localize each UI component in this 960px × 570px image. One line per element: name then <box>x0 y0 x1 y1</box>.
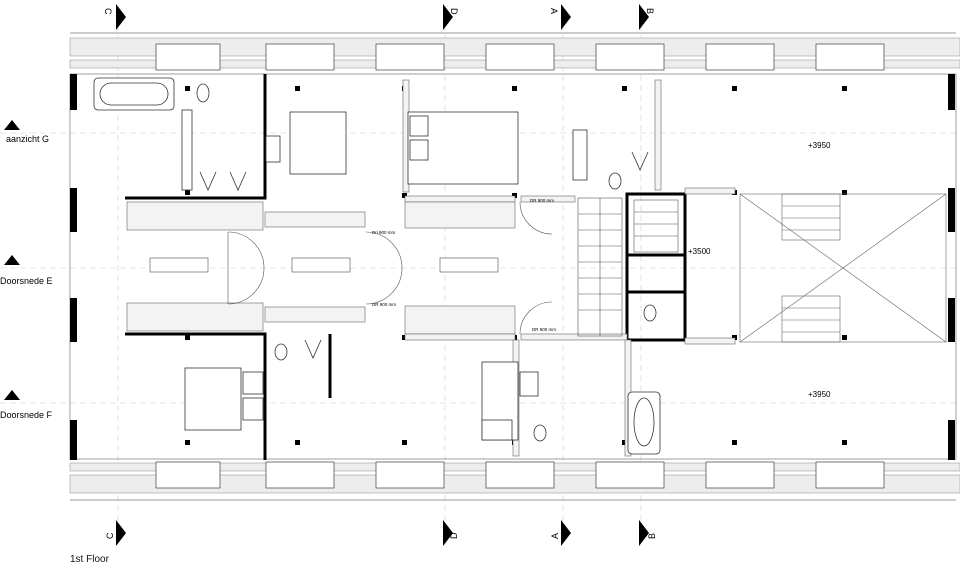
fixtures <box>93 77 661 455</box>
label-doorsnede-f: Doorsnede F <box>0 410 53 420</box>
drawing-caption: 1st Floor <box>70 554 109 565</box>
level-top: +3950 <box>808 141 831 150</box>
level-bottom: +3950 <box>808 390 831 399</box>
floor-outline <box>69 32 957 501</box>
section-letter-d-top: D <box>449 8 459 15</box>
section-letter-d-bottom: D <box>449 532 459 539</box>
section-letter-c-top: C <box>103 8 113 15</box>
atrium-void <box>739 193 947 343</box>
toilet <box>196 83 210 103</box>
section-letter-a-bottom: A <box>550 533 560 539</box>
facade-columns <box>70 74 955 460</box>
label-aanzicht-g: aanzicht G <box>6 134 49 144</box>
section-letters-bottom: C D A B <box>105 532 657 539</box>
level-middle: +3500 <box>688 247 711 256</box>
interior-walls <box>125 74 687 460</box>
shower-marks <box>199 151 649 359</box>
door-label-4: DR 900 mm <box>532 327 556 332</box>
section-letter-a-top: A <box>549 8 559 14</box>
door-label-1: Dri 900 mm <box>372 230 396 235</box>
section-letter-c-bottom: C <box>105 532 115 539</box>
door-label-2: DR 900 mm <box>372 302 396 307</box>
section-letter-b-top: B <box>645 8 655 14</box>
section-letter-b-bottom: B <box>647 533 657 539</box>
door-swings <box>227 201 553 335</box>
label-doorsnede-e: Doorsnede E <box>0 276 53 286</box>
corridor-units <box>149 257 499 273</box>
bed-bottom-left <box>184 367 242 431</box>
section-markers <box>4 4 649 546</box>
dormer-boxes <box>155 43 885 489</box>
stairs <box>577 197 679 337</box>
bed-top-left <box>289 111 347 175</box>
section-letters-top: C D A B <box>103 8 655 15</box>
door-label-3: DR 900 mm <box>530 198 554 203</box>
